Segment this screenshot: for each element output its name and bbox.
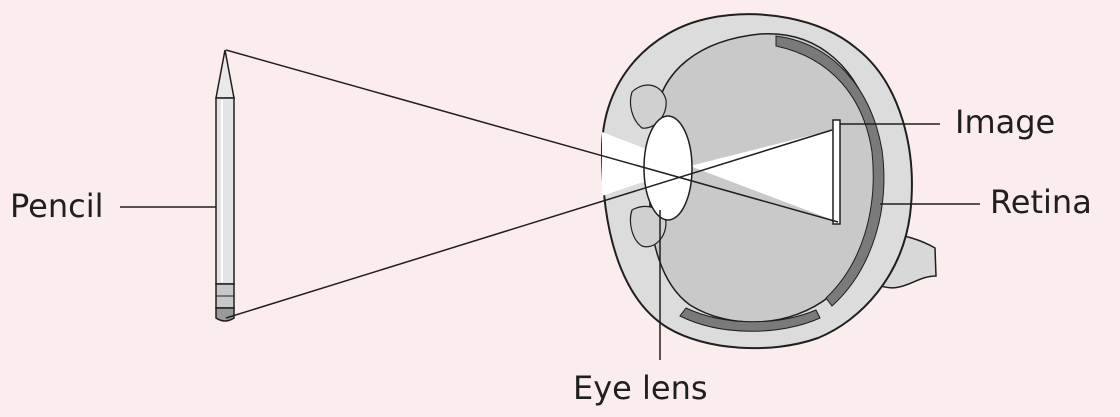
eye-lens-shape <box>644 116 692 220</box>
retina-image <box>833 120 840 224</box>
image-label: Image <box>955 106 1055 138</box>
pencil-body <box>216 98 234 284</box>
pencil-eraser <box>216 308 234 321</box>
eye-lens-label: Eye lens <box>573 372 708 404</box>
retina-label: Retina <box>990 186 1092 218</box>
pencil-label: Pencil <box>10 190 104 222</box>
pencil-drawing <box>216 50 234 321</box>
pencil-tip <box>216 50 234 98</box>
